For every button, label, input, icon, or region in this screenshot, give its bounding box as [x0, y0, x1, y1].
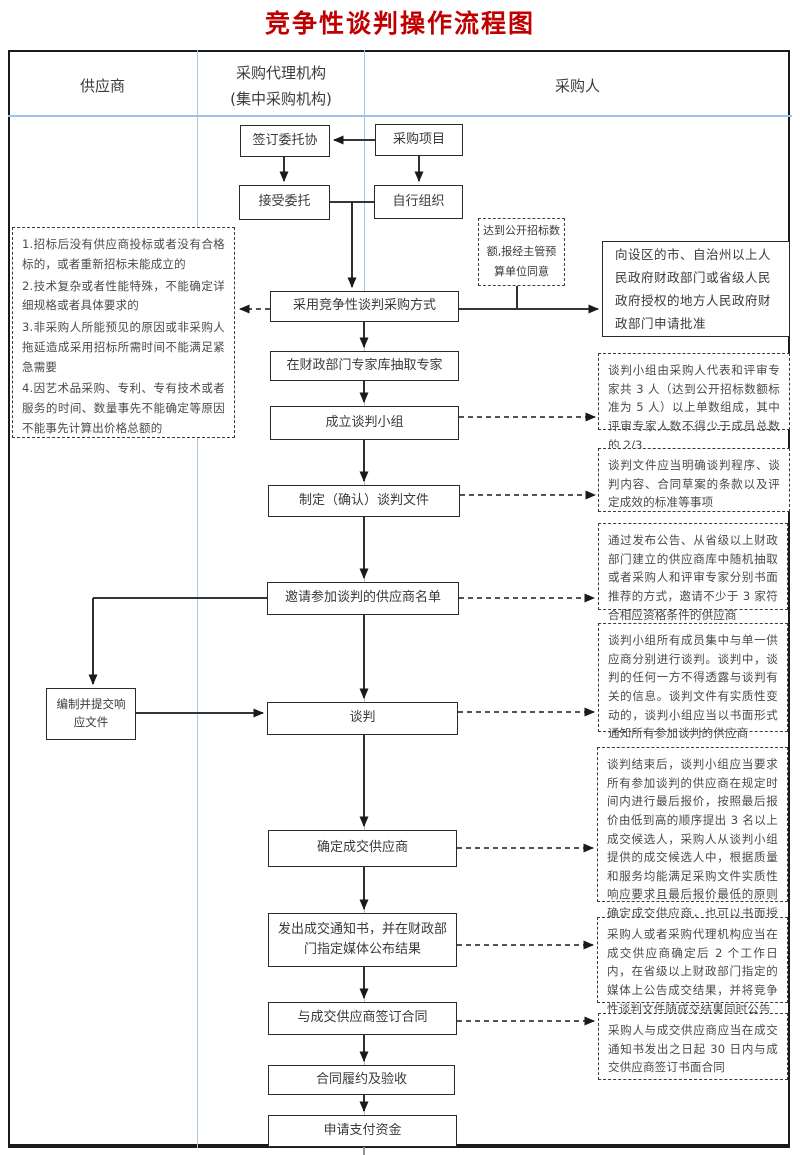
note-negotiation-rule: 谈判小组所有成员集中与单一供应商分别进行谈判。谈判中，谈判的任何一方不得透露与谈… — [598, 623, 788, 740]
flow-node-form-team: 成立谈判小组 — [270, 406, 459, 440]
flow-node-sign-agreement: 签订委托协 — [240, 125, 330, 157]
flow-node-issue-notice: 发出成交通知书，并在财政部门指定媒体公布结果 — [268, 913, 457, 967]
note-result-announcement: 采购人或者采购代理机构应当在成交供应商确定后 2 个工作日内，在省级以上财政部门… — [597, 917, 788, 1016]
flow-node-determine-supplier: 确定成交供应商 — [268, 830, 457, 867]
flow-node-procurement-project: 采购项目 — [375, 124, 463, 156]
flow-node-invite-suppliers: 邀请参加谈判的供应商名单 — [267, 582, 459, 615]
note-condition-1: 1.招标后没有供应商投标或者没有合格标的，或者重新招标未能成立的 — [22, 237, 225, 271]
flow-node-prepare-documents: 制定（确认）谈判文件 — [268, 485, 460, 517]
flow-node-adopt-method: 采用竞争性谈判采购方式 — [270, 291, 459, 322]
page-title: 竞争性谈判操作流程图 — [264, 9, 535, 38]
note-invitation-method: 通过发布公告、从省级以上财政部门建立的供应商库中随机抽取或者采购人和评审专家分别… — [598, 523, 788, 622]
note-condition-3: 3.非采购人所能预见的原因或非采购人拖延造成采用招标所需时间不能满足紧急需要 — [22, 320, 225, 374]
lane-header-agency-line2: (集中采购机构) — [230, 90, 332, 108]
note-team-composition: 谈判小组由采购人代表和评审专家共 3 人（达到公开招标数额标准为 5 人）以上单… — [598, 353, 790, 452]
flow-node-reach-threshold: 达到公开招标数额,报经主管预算单位同意 — [478, 218, 565, 286]
note-condition-4: 4.因艺术品采购、专利、专有技术或者服务的时间、数量事先不能确定等原因不能事先计… — [22, 381, 225, 435]
header-separator — [8, 115, 792, 117]
lane-header-agency-line1: 采购代理机构 — [235, 64, 326, 82]
flow-node-accept-commission: 接受委托 — [239, 185, 330, 220]
lane-header-supplier: 供应商 — [79, 77, 125, 95]
lane-divider-1 — [197, 50, 198, 1148]
note-condition-2: 2.技术复杂或者性能特殊，不能确定详细规格或者具体要求的 — [22, 278, 225, 313]
note-document-contents: 谈判文件应当明确谈判程序、谈判内容、合同草案的条款以及评定成效的标准等事项 — [598, 448, 790, 512]
lane-header-purchaser: 采购人 — [554, 77, 600, 95]
flow-node-contract-performance: 合同履约及验收 — [268, 1065, 455, 1095]
flow-node-prepare-response: 编制并提交响应文件 — [46, 688, 136, 740]
note-final-offer-rule: 谈判结束后，谈判小组应当要求所有参加谈判的供应商在规定时间内进行最后报价，按照最… — [597, 747, 788, 939]
flow-node-apply-approval: 向设区的市、自治州以上人民政府财政部门或省级人民政府授权的地方人民政府财政部门申… — [602, 241, 790, 337]
flow-node-negotiate: 谈判 — [267, 702, 458, 735]
note-negotiation-conditions: 1.招标后没有供应商投标或者没有合格标的，或者重新招标未能成立的 2.技术复杂或… — [12, 227, 235, 438]
flow-node-sign-contract: 与成交供应商签订合同 — [268, 1002, 457, 1035]
note-contract-deadline: 采购人与成交供应商应当在成交通知书发出之日起 30 日内与成交供应商签订书面合同 — [598, 1013, 788, 1080]
flow-node-self-organize: 自行组织 — [374, 185, 463, 219]
flow-node-draw-experts: 在财政部门专家库抽取专家 — [270, 351, 459, 381]
flow-node-apply-payment: 申请支付资金 — [268, 1115, 457, 1147]
